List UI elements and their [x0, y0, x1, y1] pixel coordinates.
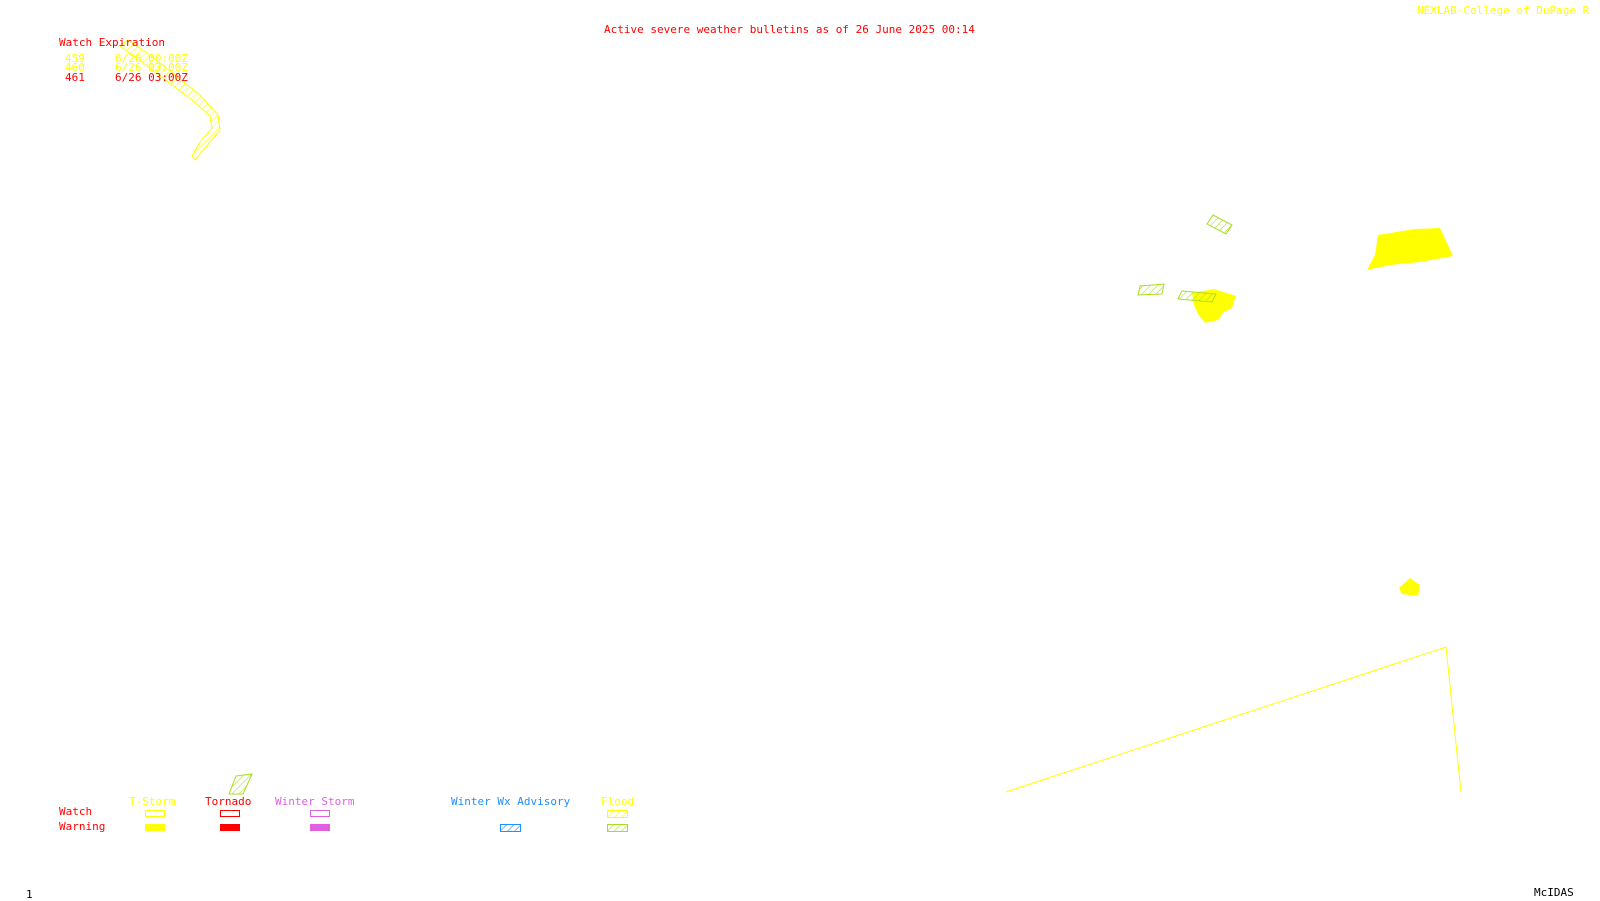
bulletin-title: Active severe weather bulletins as of 26…: [604, 23, 975, 36]
watch-time: 6/26 00:00Z: [115, 52, 188, 65]
legend-tstorm-watch-swatch: [145, 810, 165, 817]
legend-tstorm-label: T-Storm: [129, 795, 176, 808]
tstorm-warning-area: [1367, 228, 1453, 270]
flood-warning-area: [1137, 283, 1165, 296]
legend-flood-label: Flood: [601, 795, 635, 808]
flood-watch-area: [119, 39, 221, 161]
legend-winter-storm-warning-swatch: [310, 824, 330, 831]
watch-expiration-heading: Watch Expiration: [59, 36, 165, 49]
software-label: McIDAS: [1534, 886, 1574, 899]
tstorm-warning-area: [1399, 578, 1420, 596]
watch-time: 6/26 03:00Z: [115, 71, 188, 84]
legend-flood-warning-swatch: [607, 824, 628, 832]
watch-id: 461: [65, 71, 85, 84]
legend-tornado-watch-swatch: [220, 810, 240, 817]
legend-winter-advisory-label: Winter Wx Advisory: [451, 795, 571, 808]
legend-tornado-label: Tornado: [205, 795, 252, 808]
legend-tornado-warning-swatch: [220, 824, 240, 831]
legend-winter-storm-label: Winter Storm: [275, 795, 355, 808]
legend-tstorm-warning-swatch: [145, 824, 165, 831]
legend-warning-row-label: Warning: [59, 820, 106, 833]
watch-time: 6/26 03:00Z: [115, 61, 188, 74]
credit-label: NEXLAB-College of DuPage R: [1417, 4, 1590, 17]
flood-warning-area: [1206, 214, 1233, 235]
legend-winter-advisory-swatch: [500, 824, 521, 832]
legend-winter-storm-watch-swatch: [310, 810, 330, 817]
flood-warning-area: [1177, 290, 1217, 303]
legend-flood-watch-swatch: [607, 810, 628, 818]
watch-id: 459: [65, 52, 85, 65]
tstorm-watch-outline: [1005, 646, 1462, 793]
flood-warning-area: [228, 773, 253, 795]
frame-number: 1: [26, 888, 33, 901]
watch-id: 460: [65, 61, 85, 74]
legend-watch-row-label: Watch: [59, 805, 93, 818]
